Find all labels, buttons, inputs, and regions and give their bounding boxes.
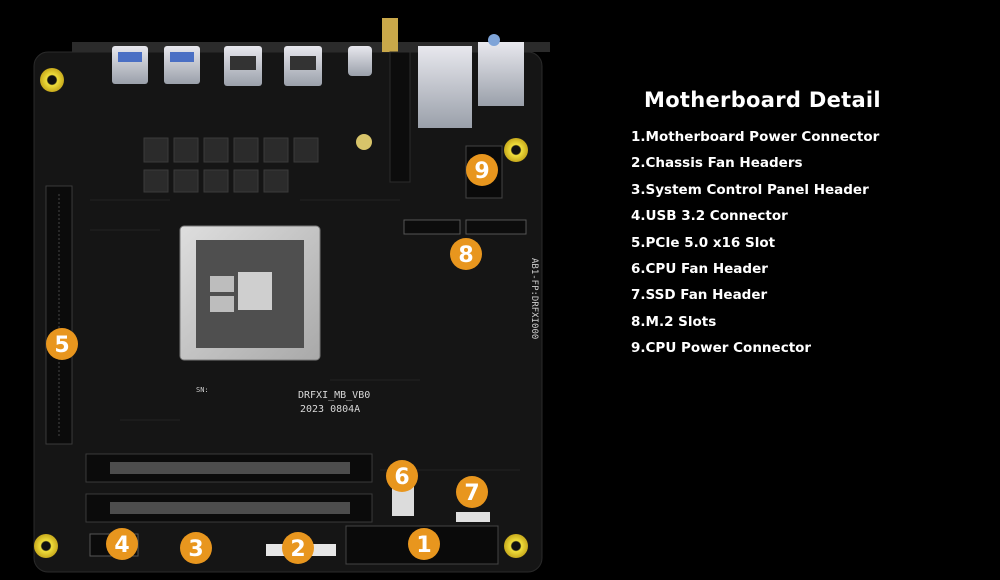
usb-ports	[112, 46, 200, 84]
mount-hole	[504, 534, 528, 558]
ssd-fan-header	[456, 512, 490, 522]
callout-badge-8: 8	[450, 238, 482, 270]
m2-slots	[403, 219, 527, 235]
callout-badge-1: 1	[408, 528, 440, 560]
legend-item: 5.PCIe 5.0 x16 Slot	[631, 234, 776, 251]
silk-sn-label: SN:	[196, 386, 209, 394]
memory-slots	[85, 453, 373, 523]
callout-number: 3	[188, 537, 203, 562]
legend-item: 1.Motherboard Power Connector	[631, 129, 880, 145]
vrm-chokes	[143, 137, 319, 193]
legend-item: 9.CPU Power Connector	[631, 340, 812, 357]
callout-badge-3: 3	[180, 532, 212, 564]
cpu-package	[179, 225, 321, 361]
callout-number: 6	[394, 465, 409, 490]
silk-model: DRFXI_MB_VB0	[298, 390, 370, 401]
callout-badge-9: 9	[466, 154, 498, 186]
legend-item: 2.Chassis Fan Headers	[631, 155, 803, 172]
callout-number: 7	[464, 481, 479, 506]
callout-number: 1	[416, 533, 431, 558]
pcie-slot	[45, 185, 73, 445]
legend-list: 1.Motherboard Power Connector 2.Chassis …	[628, 124, 988, 362]
callout-number: 2	[290, 537, 305, 562]
silk-side-label: AB1-FP:DRFXI000	[529, 258, 539, 339]
display-ports	[224, 46, 372, 86]
legend-item: 8.M.2 Slots	[631, 313, 717, 330]
legend-item: 4.USB 3.2 Connector	[631, 208, 788, 225]
mount-hole	[34, 534, 58, 558]
silk-date: 2023 0804A	[300, 404, 360, 415]
legend-item: 6.CPU Fan Header	[631, 260, 768, 277]
legend-item: 7.SSD Fan Header	[631, 287, 768, 304]
callout-badge-6: 6	[386, 460, 418, 492]
legend-title: Motherboard Detail	[644, 88, 881, 112]
callout-badge-5: 5	[46, 328, 78, 360]
antenna-connector	[356, 18, 411, 183]
callout-number: 5	[54, 333, 69, 358]
callout-badge-2: 2	[282, 532, 314, 564]
mount-hole	[504, 138, 528, 162]
callout-badge-4: 4	[106, 528, 138, 560]
callout-number: 9	[474, 159, 489, 184]
callout-badge-7: 7	[456, 476, 488, 508]
pcb-traces	[90, 199, 520, 471]
callout-number: 4	[114, 533, 129, 558]
ethernet-ports	[418, 34, 524, 128]
legend-item: 3.System Control Panel Header	[631, 181, 869, 198]
callout-number: 8	[458, 243, 473, 268]
mount-hole	[40, 68, 64, 92]
cpu-fan-header	[392, 486, 414, 516]
legend-panel: Motherboard Detail 1.Motherboard Power C…	[628, 88, 988, 362]
